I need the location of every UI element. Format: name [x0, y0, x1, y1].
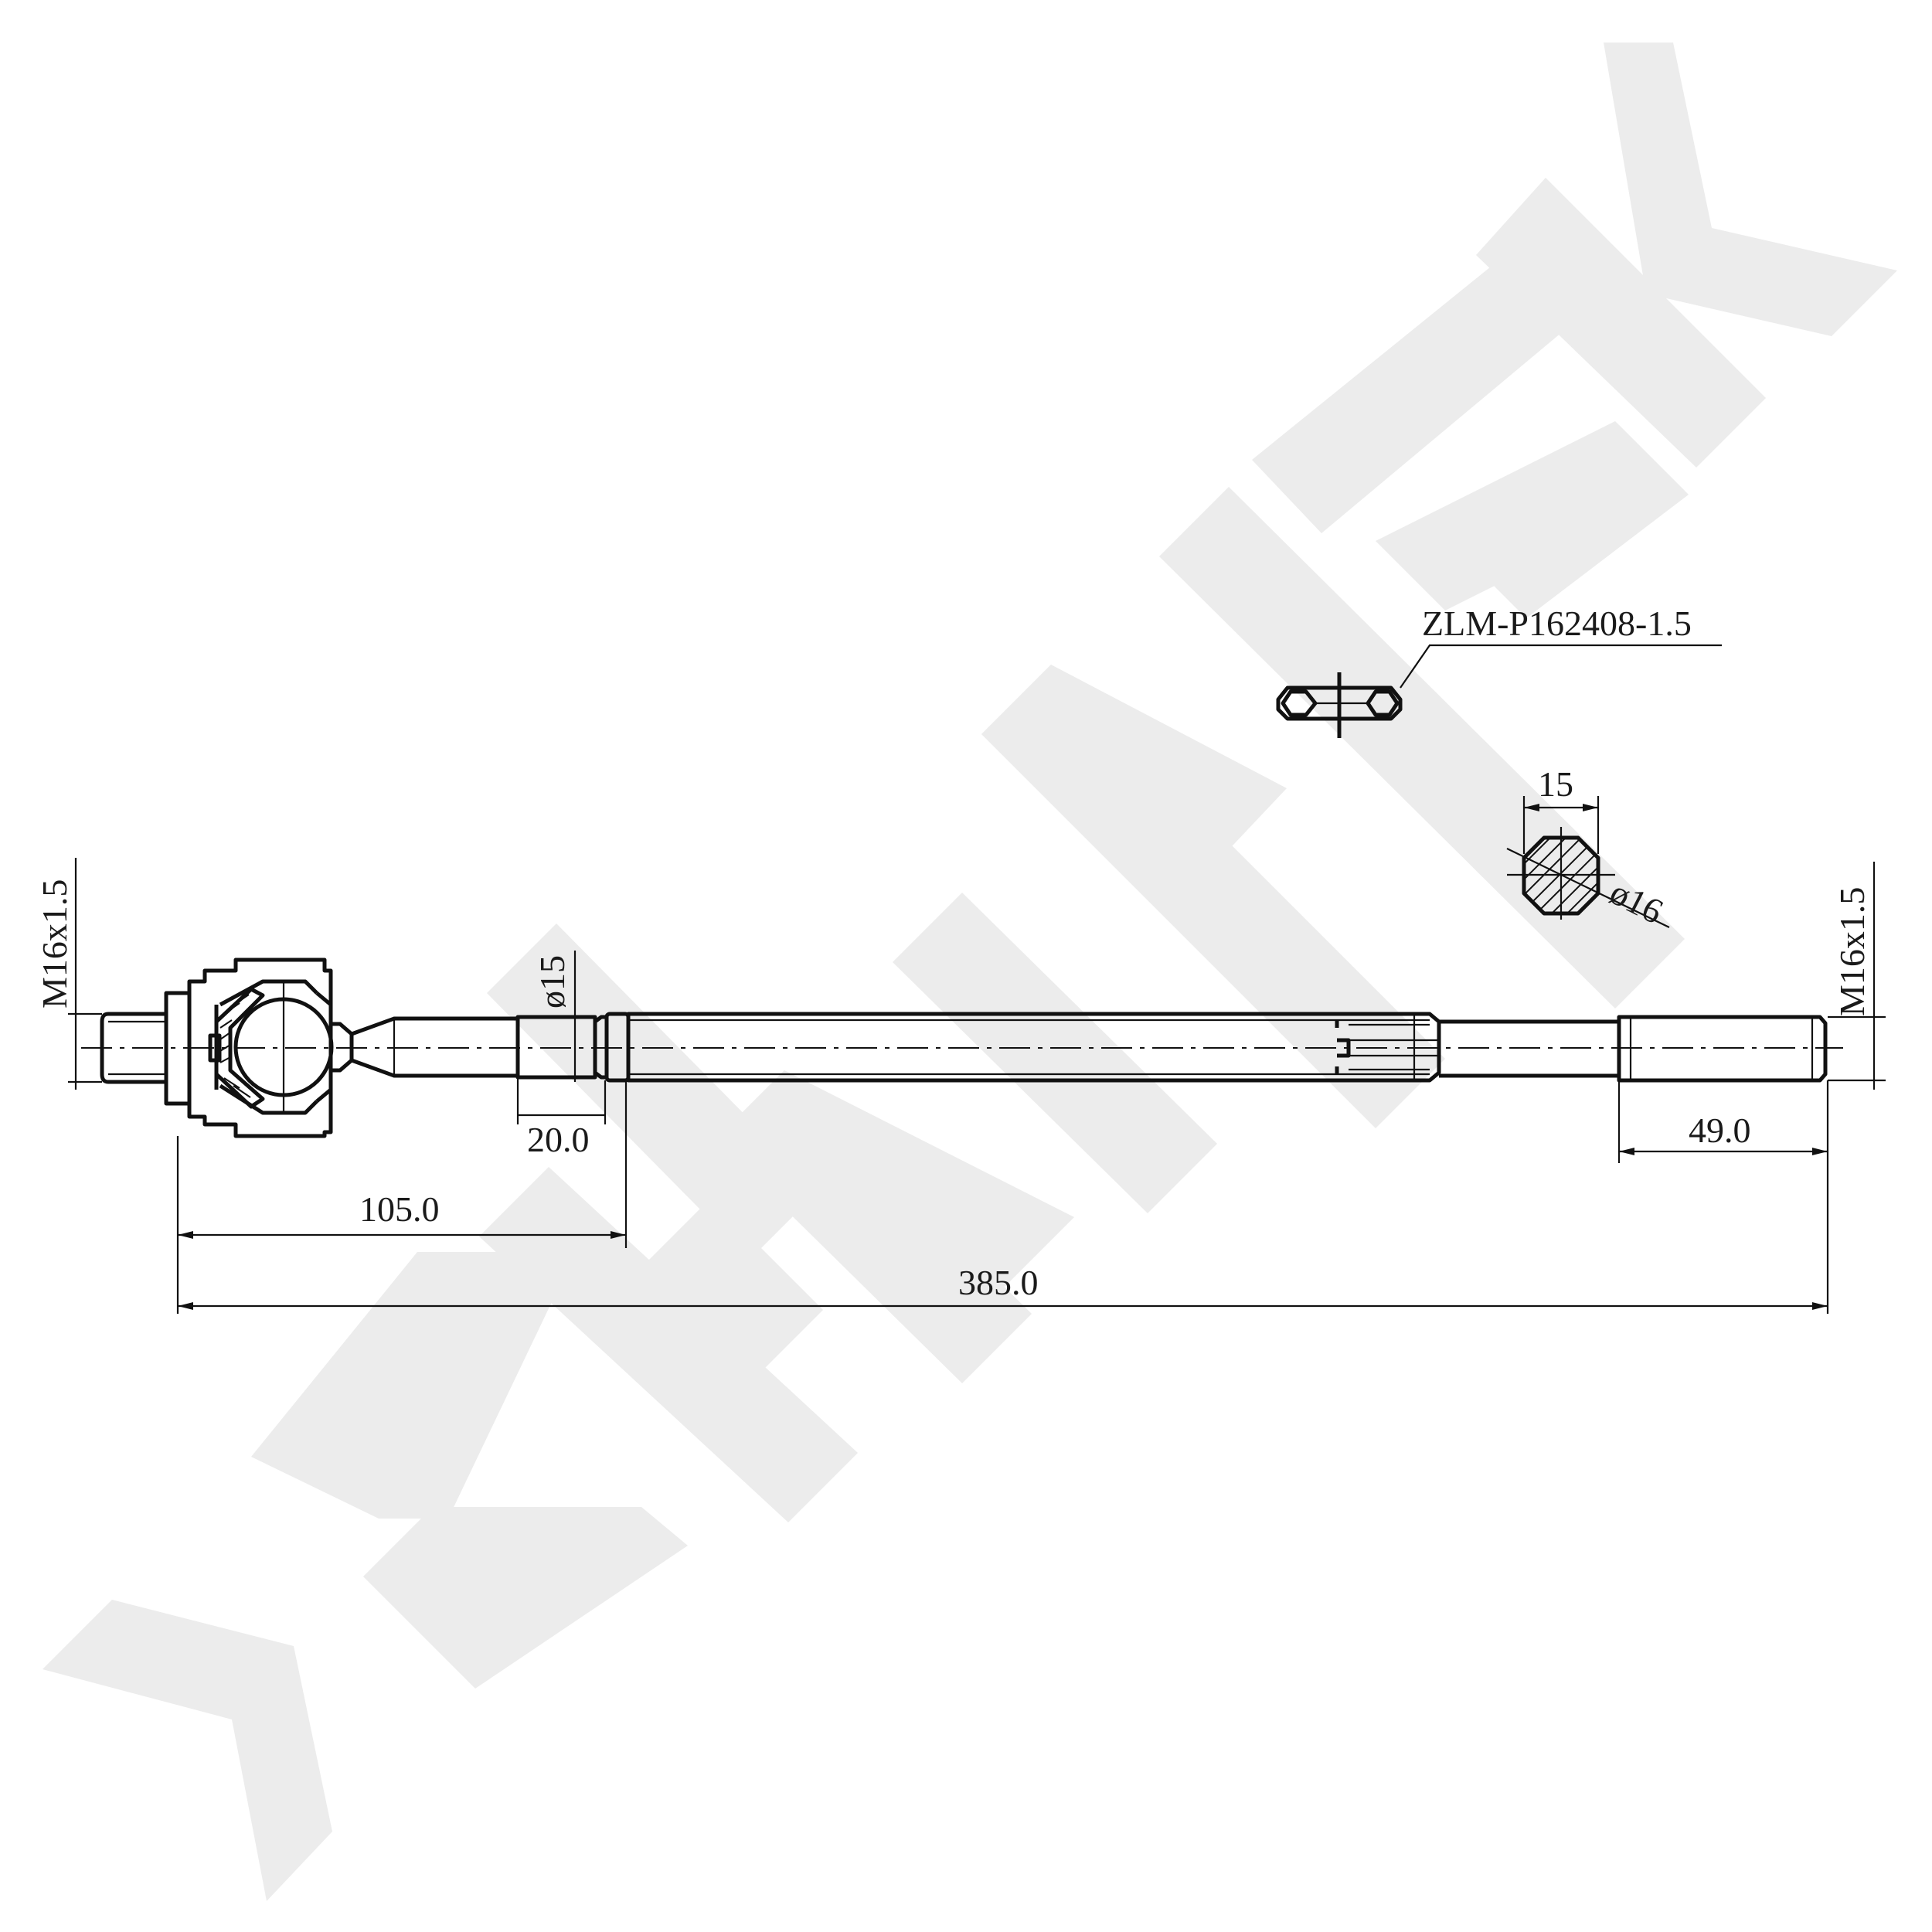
watermark-stroke-8 [981, 665, 1287, 858]
dim-length-20 [516, 1077, 607, 1124]
watermark-stroke-2 [1476, 178, 1766, 468]
watermark-stroke-13 [641, 1198, 823, 1379]
watermark-stroke-5 [1453, 425, 1689, 618]
left-thread-end [100, 1012, 168, 1084]
watermark-stroke-9 [893, 893, 1217, 1213]
watermark-stroke-17 [43, 1600, 332, 1901]
bearing-cup-hatch [219, 994, 251, 1098]
dim-length-105 [176, 1080, 628, 1314]
left-thread-label: M16x1.5 [35, 879, 74, 1009]
watermark-stroke-6 [1159, 487, 1685, 1009]
dim-length-49 [1617, 1080, 1829, 1314]
watermark-stroke-16 [363, 1507, 688, 1689]
length-385-label: 385.0 [958, 1263, 1039, 1302]
dim-left-thread [68, 858, 102, 1090]
watermark-stroke-12 [487, 923, 819, 1260]
lock-nut [1276, 644, 1722, 738]
main-shaft [626, 1012, 1441, 1083]
diameter-15-label: ø15 [532, 955, 572, 1009]
length-105-label: 105.0 [359, 1189, 440, 1229]
part-number-label: ZLM-P162408-1.5 [1422, 604, 1692, 643]
length-20-label: 20.0 [527, 1120, 590, 1159]
watermark-logo [43, 43, 1897, 1901]
right-thread-label: M16x1.5 [1832, 887, 1872, 1016]
section-width-label: 15 [1538, 764, 1573, 804]
watermark-stroke-1 [1604, 43, 1897, 336]
ball-joint-housing [164, 957, 334, 1138]
watermark-stroke-11 [715, 1070, 1074, 1287]
watermark-stroke-15 [251, 1252, 576, 1519]
length-49-label: 49.0 [1689, 1111, 1751, 1150]
watermark-stroke-3 [1252, 247, 1580, 533]
dim-right-thread [1828, 862, 1886, 1090]
